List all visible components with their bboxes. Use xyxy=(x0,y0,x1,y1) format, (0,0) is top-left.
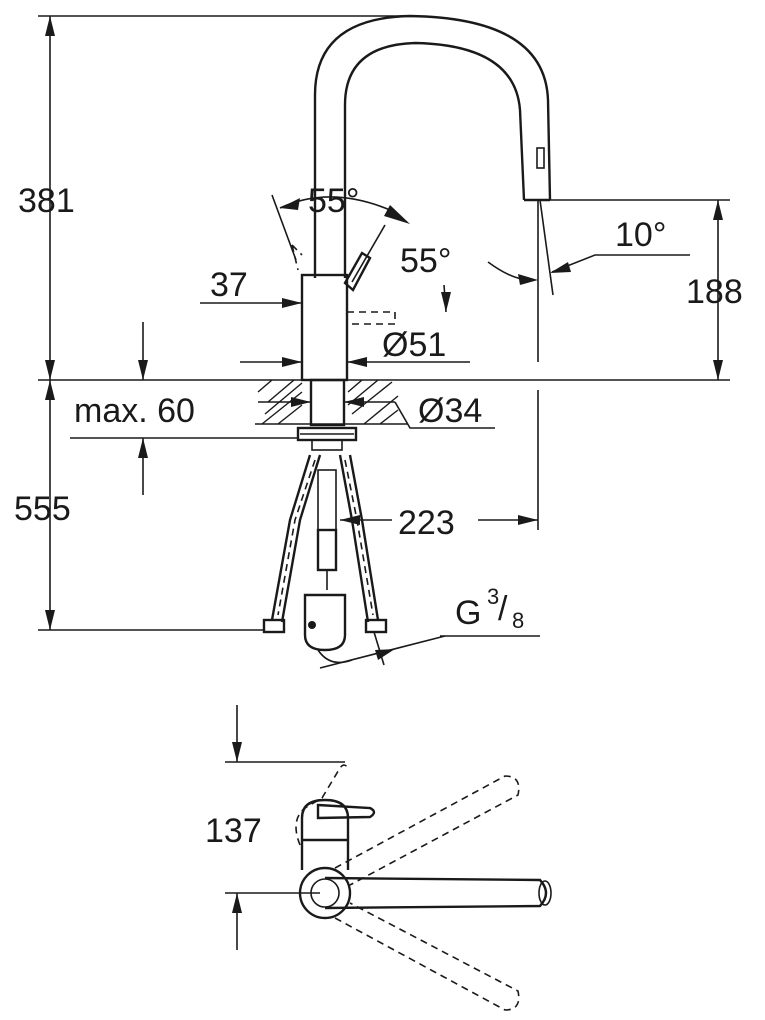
arrow xyxy=(138,360,148,380)
dimension-lines xyxy=(38,15,730,669)
spout-inner-line xyxy=(343,41,526,278)
arrow xyxy=(375,649,395,660)
hatch-line xyxy=(261,391,303,425)
arrow xyxy=(45,610,55,630)
label-thread-den: 8 xyxy=(512,608,524,633)
arrow xyxy=(518,274,538,285)
faucet-plan-view xyxy=(225,705,552,1011)
label-hose-length: 555 xyxy=(14,490,71,528)
mounting-hardware xyxy=(262,426,388,666)
arrow xyxy=(45,16,55,36)
hatch-line xyxy=(347,379,363,393)
angle-leg-right xyxy=(351,224,386,283)
lever-handle xyxy=(343,251,372,292)
right-pipe xyxy=(373,631,385,666)
arrow xyxy=(45,360,55,380)
hose-weight xyxy=(303,593,347,652)
label-handle-offset: 37 xyxy=(210,266,248,304)
label-hole-diameter: Ø34 xyxy=(418,392,482,430)
arrow xyxy=(280,198,300,210)
label-plan-lever: 137 xyxy=(205,812,262,850)
label-angle-top: 55° xyxy=(308,182,359,220)
arrow xyxy=(45,380,55,400)
hose-braid xyxy=(277,459,374,616)
label-height-total: 381 xyxy=(18,182,75,220)
tilt-leader-right xyxy=(551,254,690,273)
angle-leg-left xyxy=(271,194,297,261)
hatch-line xyxy=(264,382,303,415)
label-spout-height: 188 xyxy=(686,273,743,311)
arrow xyxy=(713,360,723,380)
label-spout-tilt: 10° xyxy=(615,216,666,254)
lever-alt-front xyxy=(347,311,396,325)
hose-left-outer xyxy=(270,454,312,621)
plan-lever xyxy=(316,803,376,820)
arrow xyxy=(340,515,360,525)
faucet-shank xyxy=(309,378,346,427)
arrow xyxy=(384,205,410,224)
arrow xyxy=(232,893,242,913)
arrow xyxy=(138,438,148,458)
hatch-line xyxy=(277,404,303,425)
arrow xyxy=(550,262,571,273)
label-thread-num: 3 xyxy=(487,584,499,609)
right-connection-nut xyxy=(364,618,388,634)
label-body-diameter: Ø51 xyxy=(382,326,446,364)
arrow xyxy=(518,515,538,525)
thread-fraction-slash: / xyxy=(498,590,508,628)
hose-left-inner xyxy=(280,454,322,623)
plan-spout-arm xyxy=(324,876,548,910)
plan-lever-alt xyxy=(295,764,349,846)
spout-tilt-line xyxy=(539,199,554,296)
spout-outer-line xyxy=(313,14,552,278)
center-hose xyxy=(317,469,337,531)
hose-coupling xyxy=(316,528,338,572)
weight-clip xyxy=(308,621,316,629)
plan-body xyxy=(300,798,350,870)
left-connection-nut xyxy=(262,618,286,634)
label-counter-thickness: max. 60 xyxy=(74,392,195,430)
label-angle-side: 55° xyxy=(400,242,451,280)
hatch-line xyxy=(379,409,399,425)
arrow xyxy=(282,298,302,308)
plan-swivel-down xyxy=(334,902,520,1011)
washer xyxy=(311,439,343,451)
arrow xyxy=(441,292,451,312)
countertop xyxy=(255,379,408,425)
hatch-line xyxy=(351,381,393,415)
spray-button xyxy=(536,147,545,169)
plan-spout-base xyxy=(298,866,352,920)
dimension-labels: 381 55° 55° 10° 188 37 Ø51 max. 60 Ø34 5… xyxy=(14,182,743,850)
arrow xyxy=(282,357,302,367)
plan-swivel-up xyxy=(334,775,520,886)
leader-34 xyxy=(394,401,495,429)
hatch-line xyxy=(363,395,399,425)
lever-alt-left xyxy=(291,244,303,271)
hatch-line xyxy=(257,379,273,393)
label-spout-reach: 223 xyxy=(398,504,455,542)
label-thread: G xyxy=(455,594,481,632)
arrow xyxy=(713,200,723,220)
arrow xyxy=(291,397,311,407)
arrow xyxy=(347,357,367,367)
plan-spout-tip xyxy=(538,880,552,906)
arrow xyxy=(232,742,242,762)
faucet-body xyxy=(300,273,349,382)
arrow xyxy=(344,397,364,407)
hatch-line xyxy=(267,379,295,403)
